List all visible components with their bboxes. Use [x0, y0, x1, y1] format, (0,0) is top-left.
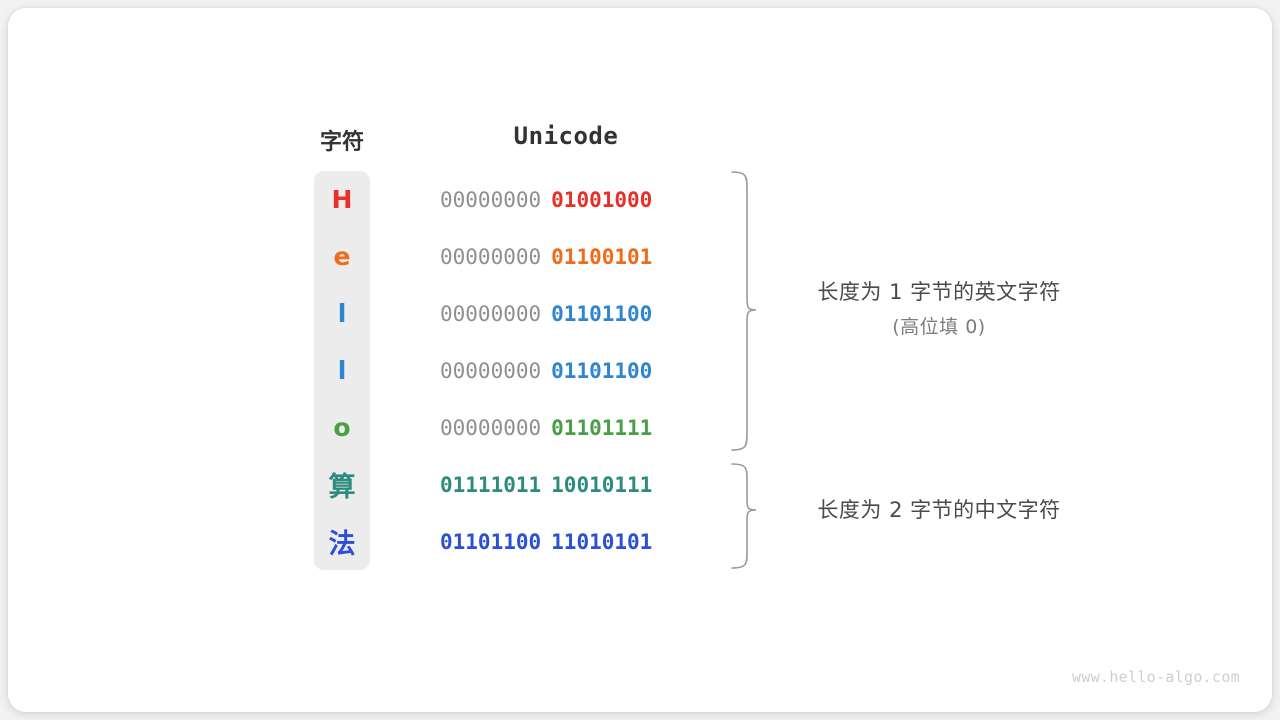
binary-low-byte: 10010111	[551, 472, 653, 497]
annotation-two-byte-line1: 长度为 2 字节的中文字符	[817, 498, 1061, 522]
binary-low-byte: 01101100	[551, 358, 653, 383]
binary-high-byte: 01101100	[440, 529, 542, 554]
binary-low-byte: 01001000	[551, 187, 653, 212]
unicode-binary-row: 00000000 01101100	[440, 342, 692, 399]
unicode-binary-row: 01101100 11010101	[440, 513, 692, 570]
binary-high-byte: 01111011	[440, 472, 542, 497]
binary-high-byte: 00000000	[440, 187, 542, 212]
unicode-binary-row: 00000000 01001000	[440, 171, 692, 228]
character-cell: l	[337, 299, 347, 328]
unicode-binary-row: 00000000 01101100	[440, 285, 692, 342]
binary-low-byte: 01101100	[551, 301, 653, 326]
watermark: www.hello-algo.com	[1072, 668, 1240, 686]
column-header-unicode: Unicode	[513, 122, 619, 150]
binary-low-byte: 01101111	[551, 415, 653, 440]
binary-high-byte: 00000000	[440, 244, 542, 269]
character-cell: H	[331, 185, 353, 214]
binary-high-byte: 00000000	[440, 358, 542, 383]
column-header-char: 字符	[319, 130, 364, 155]
character-column-background	[314, 171, 370, 570]
character-cell: l	[337, 356, 347, 385]
character-cell: o	[333, 413, 351, 442]
unicode-binary-row: 01111011 10010111	[440, 456, 692, 513]
annotation-one-byte-line2: (高位填 0)	[892, 316, 986, 338]
annotation-one-byte-line1: 长度为 1 字节的英文字符	[817, 280, 1061, 304]
character-cell: 法	[328, 529, 356, 560]
unicode-binary-row: 00000000 01101111	[440, 399, 692, 456]
unicode-binary-row: 00000000 01100101	[440, 228, 692, 285]
character-cell: 算	[328, 472, 356, 503]
binary-low-byte: 11010101	[551, 529, 653, 554]
grouping-braces	[731, 171, 757, 569]
annotation-one-byte: 长度为 1 字节的英文字符 (高位填 0)	[794, 274, 1084, 344]
annotation-two-byte: 长度为 2 字节的中文字符	[794, 492, 1084, 528]
binary-low-byte: 01100101	[551, 244, 653, 269]
binary-high-byte: 00000000	[440, 415, 542, 440]
binary-high-byte: 00000000	[440, 301, 542, 326]
character-cell: e	[333, 242, 351, 271]
